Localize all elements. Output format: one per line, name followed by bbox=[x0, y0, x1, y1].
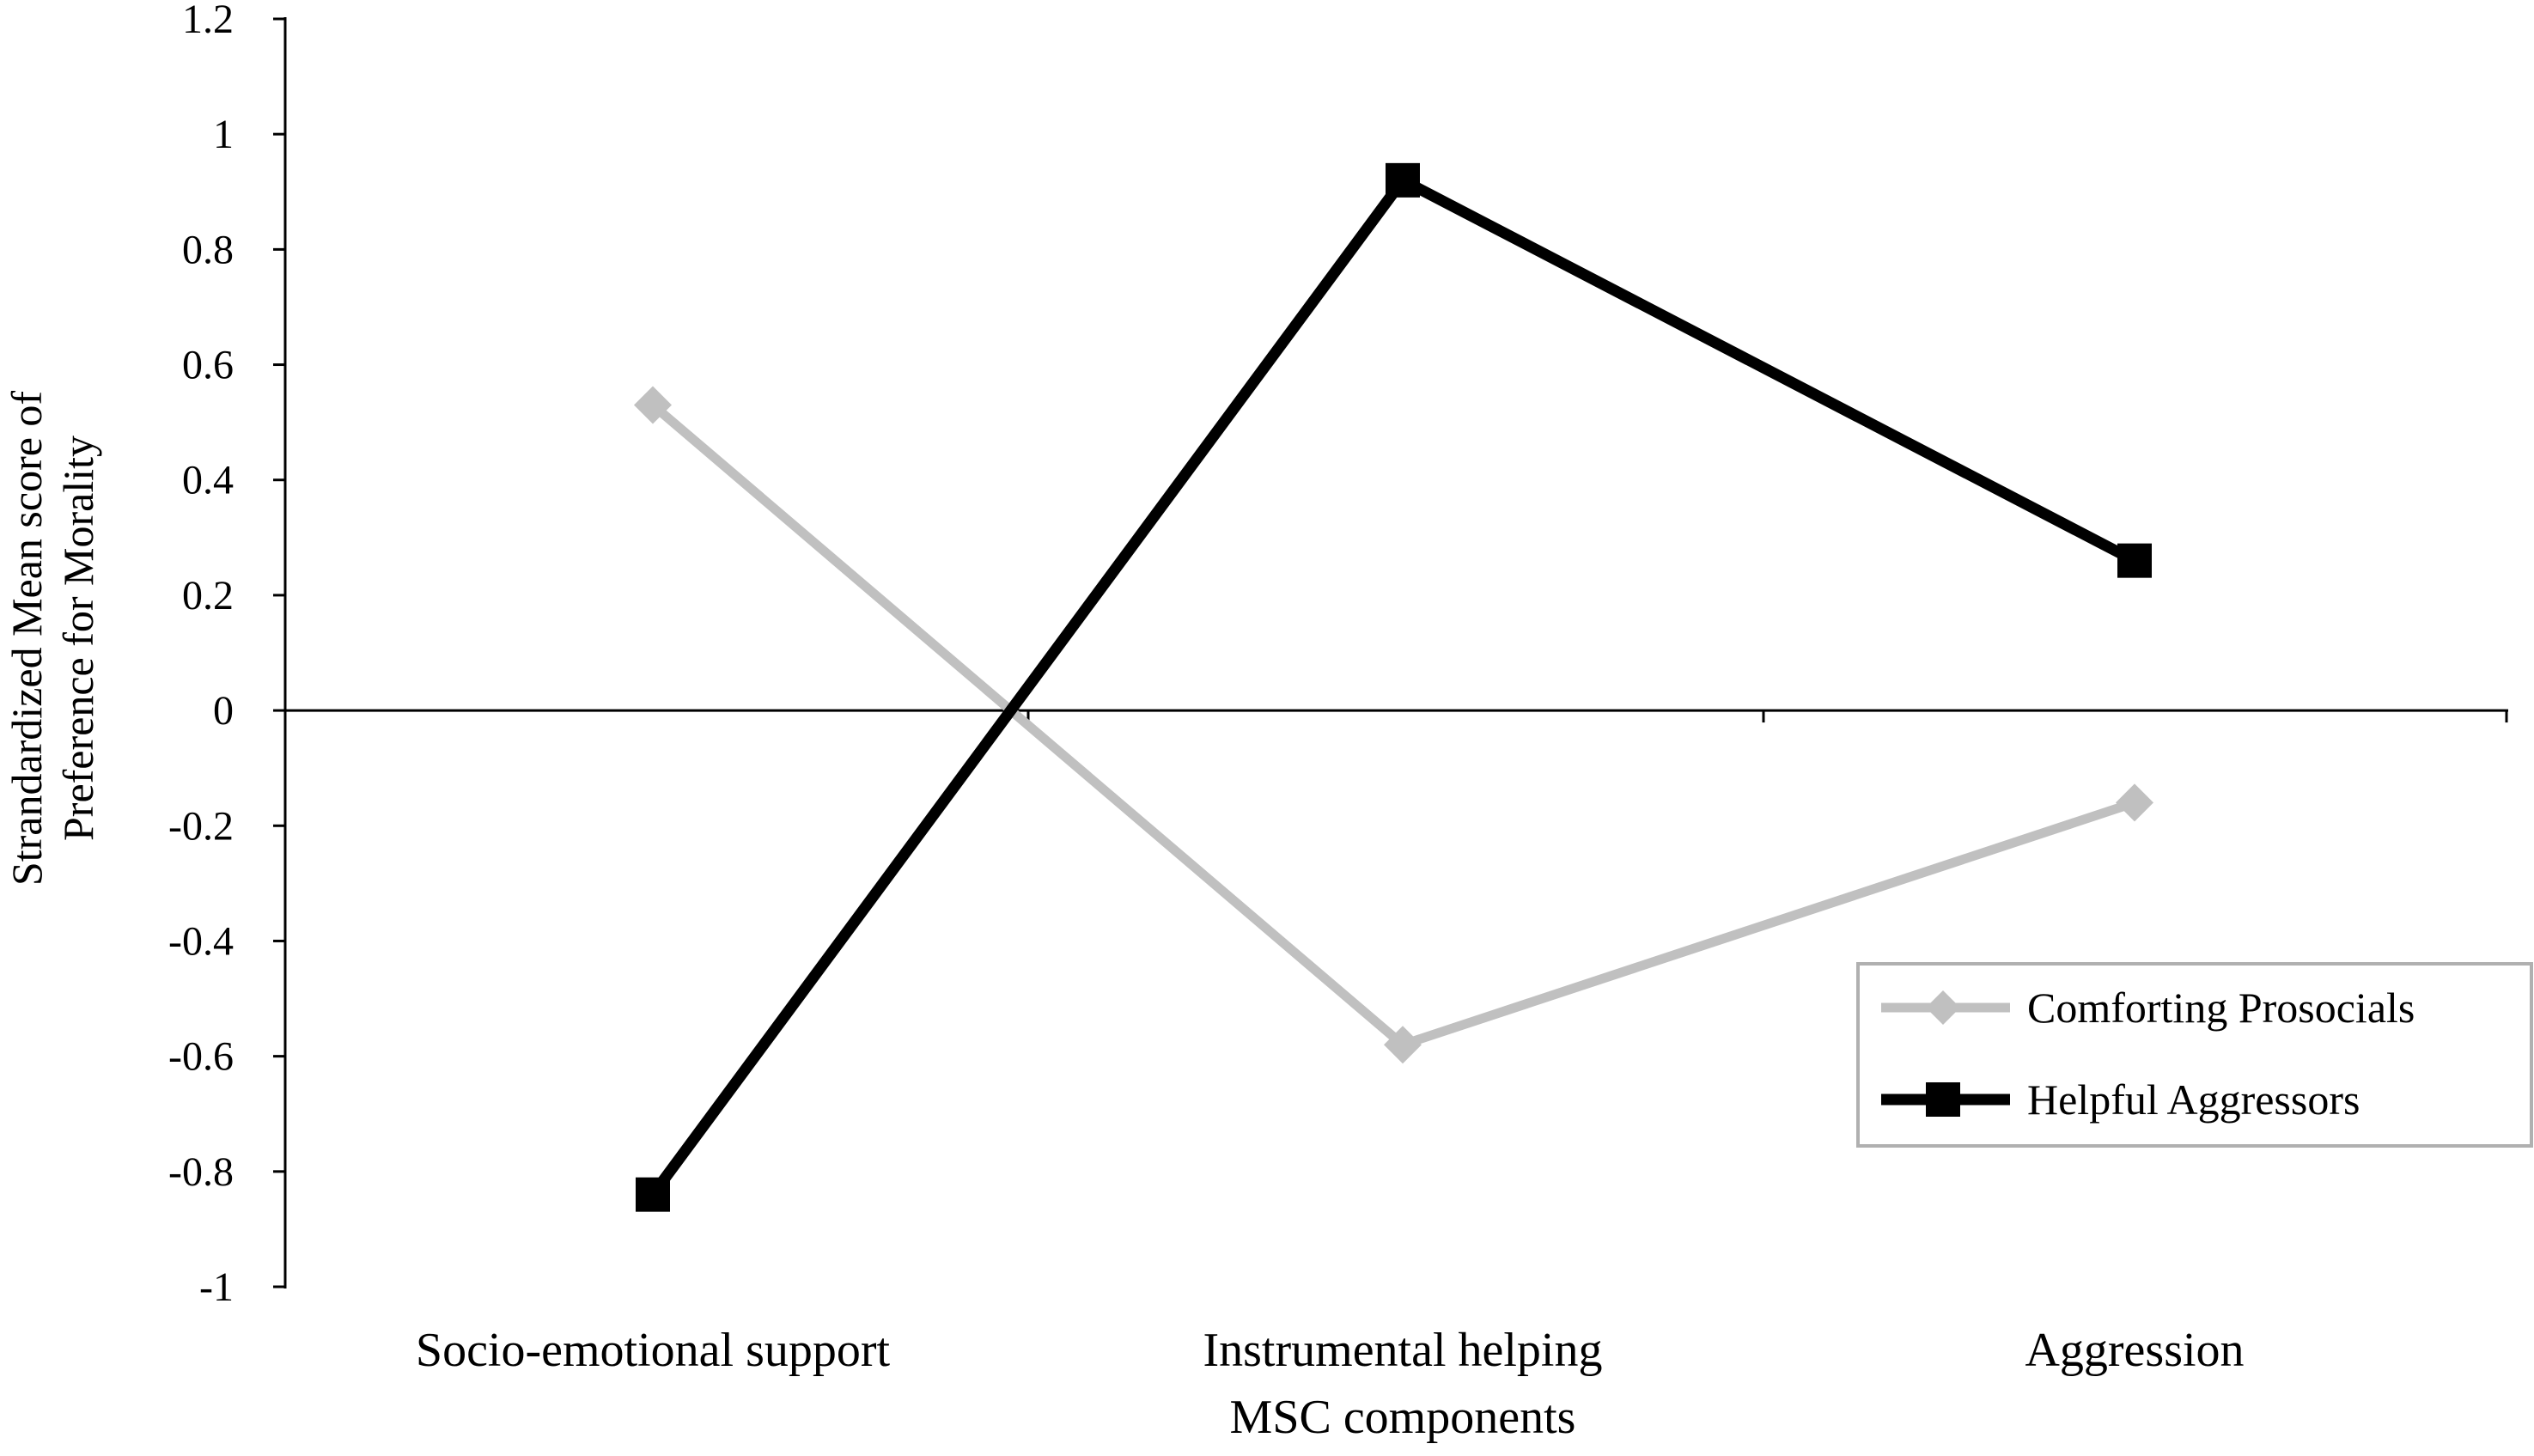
legend-marker bbox=[1926, 1082, 1960, 1117]
data-point bbox=[636, 1177, 670, 1212]
y-tick-label: 0.6 bbox=[182, 343, 234, 388]
y-tick-label: 0.4 bbox=[182, 458, 234, 503]
series-0 bbox=[634, 386, 2153, 1064]
y-axis-ticks: 1.2 1 0.8 0.6 0.4 0.2 0 -0.2 -0.4 -0.6 -0.8 -1 bbox=[168, 0, 285, 1310]
data-point bbox=[1386, 162, 1420, 198]
legend-label: Helpful Aggressors bbox=[2027, 1075, 2360, 1124]
data-point bbox=[634, 386, 672, 424]
y-tick-label: 0 bbox=[213, 688, 234, 734]
legend-box bbox=[1856, 962, 2533, 1148]
y-axis-title-line-2: Preference for Morality bbox=[54, 436, 102, 841]
x-axis-ticks bbox=[1026, 710, 2508, 723]
legend-entry: Comforting Prosocials bbox=[1881, 984, 2415, 1032]
data-point bbox=[1384, 1026, 1422, 1064]
y-tick-label: 1 bbox=[213, 112, 234, 157]
x-category-label: Socio-emotional support bbox=[416, 1324, 891, 1377]
data-point bbox=[2117, 543, 2152, 578]
y-tick-label: -0.4 bbox=[168, 918, 234, 964]
series-1 bbox=[636, 162, 2152, 1212]
series-layer bbox=[634, 162, 2153, 1212]
legend-label: Comforting Prosocials bbox=[2027, 984, 2415, 1032]
y-tick-label: -0.2 bbox=[168, 803, 234, 849]
x-category-label: Aggression bbox=[2025, 1324, 2244, 1377]
category-labels: Socio-emotional support Instrumental help… bbox=[416, 1324, 2245, 1377]
data-point bbox=[2116, 783, 2153, 822]
y-tick-label: -1 bbox=[199, 1264, 234, 1310]
x-category-label: Instrumental helping bbox=[1203, 1324, 1602, 1377]
y-axis-title-line-1: Strandardized Mean score of bbox=[3, 391, 51, 886]
x-axis-title: MSC components bbox=[1230, 1391, 1576, 1444]
series-line bbox=[649, 401, 2136, 1051]
y-tick-label: 0.2 bbox=[182, 573, 234, 618]
legend-entry: Helpful Aggressors bbox=[1881, 1075, 2360, 1124]
y-tick-label: 1.2 bbox=[182, 0, 234, 42]
y-tick-label: 0.8 bbox=[182, 227, 234, 272]
legend-marker bbox=[1926, 990, 1960, 1025]
y-tick-label: -0.8 bbox=[168, 1149, 234, 1195]
y-tick-label: -0.6 bbox=[168, 1034, 234, 1080]
